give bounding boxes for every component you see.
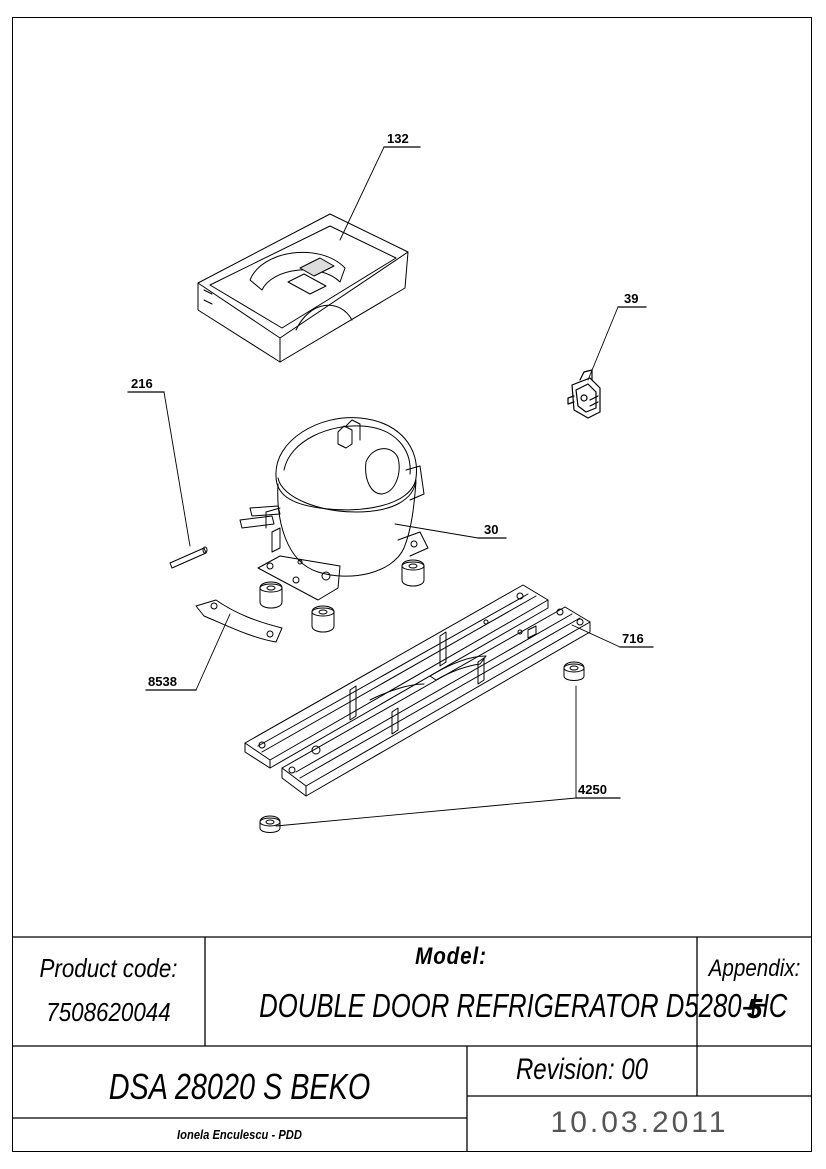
drawing-sheet-border — [12, 17, 812, 1152]
document-name: DSA 28020 S BEKO — [108, 1066, 371, 1107]
author-cell: Ionela Enculescu - PDD — [12, 1118, 467, 1152]
callout-30: 30 — [484, 522, 498, 537]
product-code-label: Product code: — [39, 953, 178, 983]
date-cell: 10.03.2011 — [467, 1096, 812, 1152]
callout-8538: 8538 — [148, 674, 177, 689]
drip-tray-part-132 — [197, 213, 409, 363]
product-code-value: 7508620044 — [46, 997, 171, 1027]
model-name: DOUBLE DOOR REFRIGERATOR D5280-HC — [259, 987, 788, 1024]
appendix-label: Appendix: — [708, 955, 801, 982]
revision-date: 10.03.2011 — [550, 1106, 729, 1139]
mounting-plate-part-8538 — [195, 599, 283, 643]
appendix-cell: Appendix: 5 — [697, 937, 812, 1046]
base-rails-part-716 — [244, 584, 591, 797]
grommets — [259, 559, 425, 633]
revision-cell: Revision: 00 — [467, 1046, 697, 1096]
revision-label: Revision: 00 — [515, 1053, 649, 1086]
appendix-number: 5 — [746, 993, 763, 1024]
product-code-cell: Product code: 7508620044 — [12, 937, 205, 1046]
tube-pin-part-216 — [169, 546, 208, 569]
starter-relay-part-39 — [567, 369, 601, 419]
document-cell: DSA 28020 S BEKO — [12, 1046, 467, 1118]
compressor-part-30 — [239, 417, 429, 601]
callout-39: 39 — [624, 291, 638, 306]
title-block-grid — [12, 936, 812, 1152]
model-cell: Model: DOUBLE DOOR REFRIGERATOR D5280-HC — [205, 937, 788, 1046]
author-name: Ionela Enculescu - PDD — [177, 1127, 302, 1142]
callout-4250: 4250 — [578, 782, 607, 797]
callout-216: 216 — [131, 376, 153, 391]
callout-underlines — [127, 146, 654, 799]
callout-132: 132 — [387, 131, 409, 146]
rubber-feet-part-4250 — [259, 661, 585, 833]
callout-716: 716 — [622, 631, 644, 646]
model-label: Model: — [415, 943, 487, 970]
